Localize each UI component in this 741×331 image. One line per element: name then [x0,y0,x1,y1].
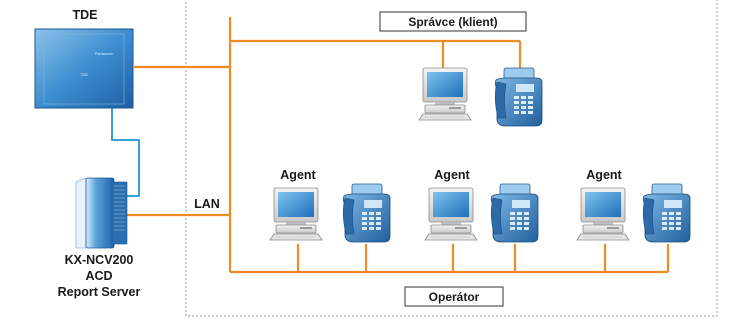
agent-label-1: Agent [280,168,316,182]
agent-label-3: Agent [586,168,622,182]
lan-area-border [185,0,718,317]
label-server-report: Report Server [58,285,141,299]
agent-1-computer-icon [269,187,323,241]
server-tower-icon [75,177,128,249]
label-operator: Operátor [429,290,480,304]
admin-label-box: Správce (klient) [379,11,527,32]
agent-1-phone-icon [342,183,391,243]
lan-wiring [121,17,670,274]
agent-2-computer-icon [424,187,478,241]
label-tde: TDE [73,8,98,22]
pbx-model: TDE [80,72,88,77]
pbx-unit-icon: Panasonic TDE [34,28,134,109]
label-server-acd: ACD [85,269,112,283]
agent-2-phone-icon [490,183,539,243]
admin-phone-icon [494,67,543,127]
label-admin: Správce (klient) [408,15,497,29]
label-lan: LAN [194,197,220,211]
label-server-model: KX-NCV200 [65,253,134,267]
pbx-server-link [111,108,140,197]
agent-label-2: Agent [434,168,470,182]
agent-3-computer-icon [576,187,630,241]
agent-3-phone-icon [642,183,691,243]
admin-computer-icon [418,67,472,121]
operator-label-box: Operátor [404,286,504,307]
pbx-brand: Panasonic [95,51,114,56]
